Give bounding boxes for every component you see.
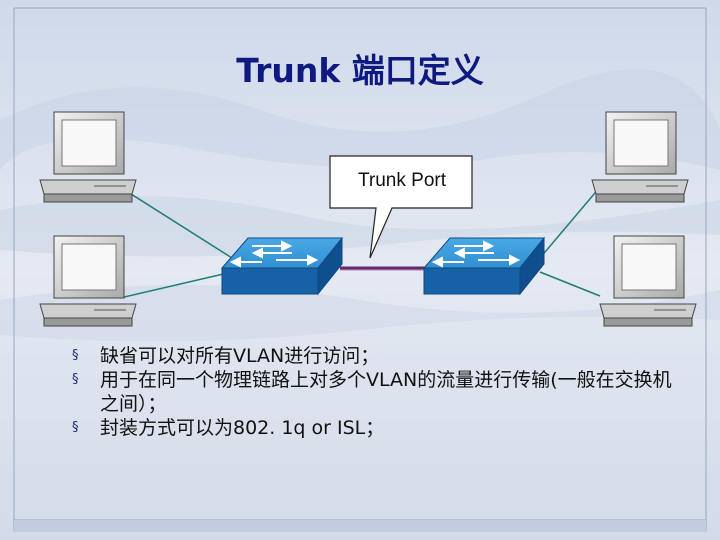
access-link [119, 186, 233, 259]
list-item: § 缺省可以对所有VLAN进行访问； [72, 344, 682, 368]
computer-icon [39, 235, 137, 327]
computer-icon [591, 111, 689, 203]
bullet-list: § 缺省可以对所有VLAN进行访问； § 用于在同一个物理链路上对多个VLAN的… [72, 344, 682, 440]
bullet-text: 用于在同一个物理链路上对多个VLAN的流量进行传输(一般在交换机之间）； [100, 369, 672, 415]
bullet-marker: § [72, 372, 79, 387]
page-title: Trunk 端口定义 [236, 51, 484, 90]
trunk-port-callout [329, 155, 473, 259]
bullet-text: 封装方式可以为802. 1q or ISL； [100, 417, 385, 439]
access-link [119, 271, 233, 299]
bullet-text: 缺省可以对所有VLAN进行访问； [100, 345, 380, 367]
list-item: § 用于在同一个物理链路上对多个VLAN的流量进行传输(一般在交换机之间）； [72, 368, 682, 416]
computer-icon [39, 111, 137, 203]
bullet-marker: § [72, 348, 79, 363]
switch-icon [422, 236, 546, 296]
access-link [539, 186, 601, 259]
list-item: § 封装方式可以为802. 1q or ISL； [72, 416, 682, 440]
computer-icon [599, 235, 697, 327]
bullet-marker: § [72, 420, 79, 435]
trunk-port-label: Trunk Port [358, 170, 446, 191]
access-link [539, 271, 601, 297]
switch-icon [220, 236, 344, 296]
